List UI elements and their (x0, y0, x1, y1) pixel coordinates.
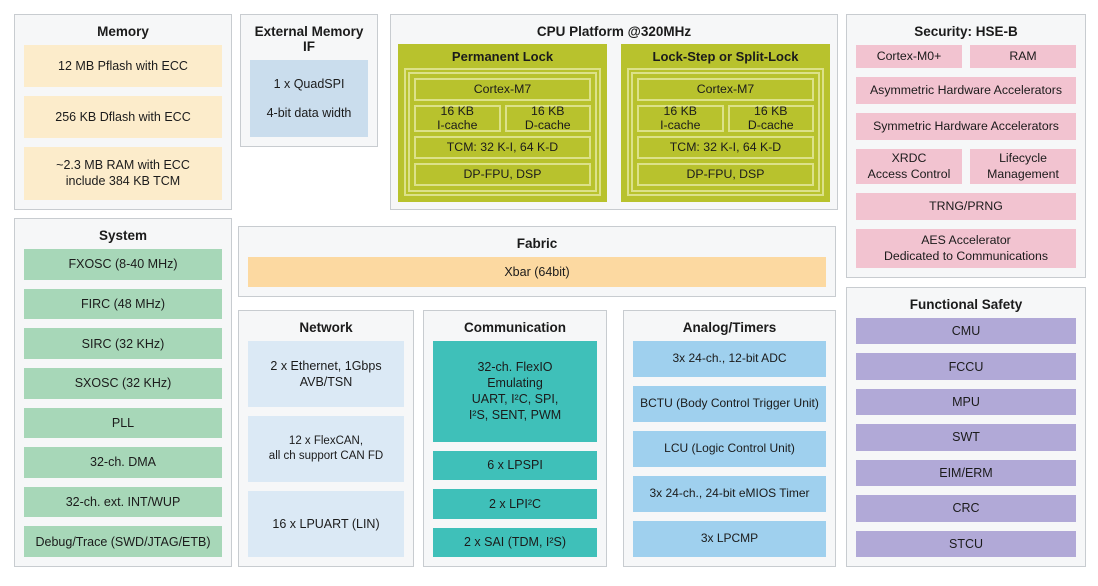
dcache-box: 16 KB D-cache (504, 104, 591, 132)
safety-item-crc: CRC (856, 495, 1076, 522)
core-permanent-lock-title: Permanent Lock (451, 49, 554, 64)
external-memory-section: External Memory IF 1 x QuadSPI 4-bit dat… (240, 14, 378, 147)
icache-box: 16 KB I-cache (637, 104, 724, 132)
safety-item-cmu: CMU (856, 318, 1076, 345)
communication-item-flexio: 32-ch. FlexIO Emulating UART, I²C, SPI, … (433, 341, 597, 442)
analog-item-lpcmp: 3x LPCMP (633, 521, 826, 557)
fabric-section: Fabric Xbar (64bit) (238, 226, 836, 297)
security-row-xrdc-lifecycle: XRDC Access Control Lifecycle Management (856, 149, 1076, 185)
cortex-m7-box: Cortex-M7 (414, 78, 591, 102)
communication-items: 32-ch. FlexIO Emulating UART, I²C, SPI, … (433, 341, 597, 557)
system-title: System (98, 228, 148, 243)
security-item-ram: RAM (970, 45, 1076, 68)
safety-item-mpu: MPU (856, 388, 1076, 416)
core-lockstep: Lock-Step or Split-Lock Cortex-M7 16 KB … (621, 44, 830, 202)
safety-item-stcu: STCU (856, 530, 1076, 557)
analog-item-adc: 3x 24-ch., 12-bit ADC (633, 341, 826, 377)
security-items: Cortex-M0+ RAM Asymmetric Hardware Accel… (856, 45, 1076, 268)
external-memory-title: External Memory IF (254, 24, 364, 54)
analog-item-bctu: BCTU (Body Control Trigger Unit) (633, 386, 826, 422)
network-item-lpuart: 16 x LPUART (LIN) (248, 491, 404, 557)
security-item-cortex-m0: Cortex-M0+ (856, 45, 962, 68)
cache-row: 16 KB I-cache 16 KB D-cache (637, 104, 814, 132)
xbar-block: Xbar (64bit) (248, 257, 826, 287)
fabric-title: Fabric (516, 236, 558, 251)
security-title: Security: HSE-B (914, 24, 1018, 39)
core-stack-outer: Cortex-M7 16 KB I-cache 16 KB D-cache TC… (627, 68, 824, 196)
tcm-box: TCM: 32 K-I, 64 K-D (414, 135, 591, 159)
analog-item-lcu: LCU (Logic Control Unit) (633, 431, 826, 467)
analog-items: 3x 24-ch., 12-bit ADC BCTU (Body Control… (633, 341, 826, 557)
core-permanent-lock: Permanent Lock Cortex-M7 16 KB I-cache 1… (398, 44, 607, 202)
tcm-box: TCM: 32 K-I, 64 K-D (637, 135, 814, 159)
network-title: Network (299, 320, 353, 335)
system-items: FXOSC (8-40 MHz) FIRC (48 MHz) SIRC (32 … (24, 249, 222, 557)
security-item-lifecycle: Lifecycle Management (970, 149, 1076, 185)
memory-items: 12 MB Pflash with ECC 256 KB Dflash with… (24, 45, 222, 200)
core-stack-inner: Cortex-M7 16 KB I-cache 16 KB D-cache TC… (631, 72, 820, 192)
fpu-box: DP-FPU, DSP (414, 162, 591, 186)
security-section: Security: HSE-B Cortex-M0+ RAM Asymmetri… (846, 14, 1086, 278)
memory-item-pflash: 12 MB Pflash with ECC (24, 45, 222, 87)
system-section: System FXOSC (8-40 MHz) FIRC (48 MHz) SI… (14, 218, 232, 567)
safety-item-swt: SWT (856, 424, 1076, 451)
icache-box: 16 KB I-cache (414, 104, 501, 132)
analog-item-emios: 3x 24-ch., 24-bit eMIOS Timer (633, 476, 826, 512)
network-items: 2 x Ethernet, 1Gbps AVB/TSN 12 x FlexCAN… (248, 341, 404, 557)
system-item-fxosc: FXOSC (8-40 MHz) (24, 249, 222, 280)
cpu-platform-title: CPU Platform @320MHz (536, 24, 692, 39)
system-item-sxosc: SXOSC (32 KHz) (24, 367, 222, 399)
analog-timers-title: Analog/Timers (682, 320, 777, 335)
cortex-m7-box: Cortex-M7 (637, 78, 814, 102)
communication-title: Communication (463, 320, 566, 335)
core-stack-inner: Cortex-M7 16 KB I-cache 16 KB D-cache TC… (408, 72, 597, 192)
system-item-pll: PLL (24, 407, 222, 439)
security-item-aes: AES Accelerator Dedicated to Communicati… (856, 229, 1076, 268)
analog-timers-section: Analog/Timers 3x 24-ch., 12-bit ADC BCTU… (623, 310, 836, 567)
communication-section: Communication 32-ch. FlexIO Emulating UA… (423, 310, 607, 567)
memory-section: Memory 12 MB Pflash with ECC 256 KB Dfla… (14, 14, 232, 210)
cpu-cores: Permanent Lock Cortex-M7 16 KB I-cache 1… (398, 44, 830, 202)
core-lockstep-title: Lock-Step or Split-Lock (652, 49, 799, 64)
memory-item-ram: ~2.3 MB RAM with ECC include 384 KB TCM (24, 146, 222, 200)
security-item-sym-accel: Symmetric Hardware Accelerators (856, 113, 1076, 140)
memory-title: Memory (97, 24, 149, 39)
communication-item-sai: 2 x SAI (TDM, I²S) (433, 527, 597, 557)
security-row-core-ram: Cortex-M0+ RAM (856, 45, 1076, 68)
external-memory-items: 1 x QuadSPI 4-bit data width (250, 60, 368, 137)
communication-item-lpi2c: 2 x LPI²C (433, 489, 597, 519)
network-item-flexcan: 12 x FlexCAN, all ch support CAN FD (248, 416, 404, 482)
system-item-intwup: 32-ch. ext. INT/WUP (24, 486, 222, 518)
core-stack-outer: Cortex-M7 16 KB I-cache 16 KB D-cache TC… (404, 68, 601, 196)
system-item-firc: FIRC (48 MHz) (24, 288, 222, 320)
network-section: Network 2 x Ethernet, 1Gbps AVB/TSN 12 x… (238, 310, 414, 567)
network-item-ethernet: 2 x Ethernet, 1Gbps AVB/TSN (248, 341, 404, 407)
communication-item-lpspi: 6 x LPSPI (433, 450, 597, 481)
security-item-trng: TRNG/PRNG (856, 193, 1076, 221)
dcache-box: 16 KB D-cache (727, 104, 814, 132)
safety-item-fccu: FCCU (856, 353, 1076, 380)
functional-safety-title: Functional Safety (909, 297, 1023, 312)
cache-row: 16 KB I-cache 16 KB D-cache (414, 104, 591, 132)
system-item-dma: 32-ch. DMA (24, 447, 222, 478)
security-item-xrdc: XRDC Access Control (856, 149, 962, 185)
safety-items: CMU FCCU MPU SWT EIM/ERM CRC STCU (856, 318, 1076, 557)
functional-safety-section: Functional Safety CMU FCCU MPU SWT EIM/E… (846, 287, 1086, 567)
quadspi-label: 1 x QuadSPI (273, 77, 345, 91)
safety-item-eimerm: EIM/ERM (856, 459, 1076, 487)
data-width-label: 4-bit data width (266, 106, 352, 120)
memory-item-dflash: 256 KB Dflash with ECC (24, 95, 222, 138)
security-item-asym-accel: Asymmetric Hardware Accelerators (856, 77, 1076, 104)
system-item-debug: Debug/Trace (SWD/JTAG/ETB) (24, 526, 222, 557)
system-item-sirc: SIRC (32 KHz) (24, 328, 222, 359)
cpu-platform-section: CPU Platform @320MHz Permanent Lock Cort… (390, 14, 838, 210)
fabric-items: Xbar (64bit) (248, 257, 826, 287)
external-memory-quadspi: 1 x QuadSPI 4-bit data width (250, 60, 368, 137)
fpu-box: DP-FPU, DSP (637, 162, 814, 186)
